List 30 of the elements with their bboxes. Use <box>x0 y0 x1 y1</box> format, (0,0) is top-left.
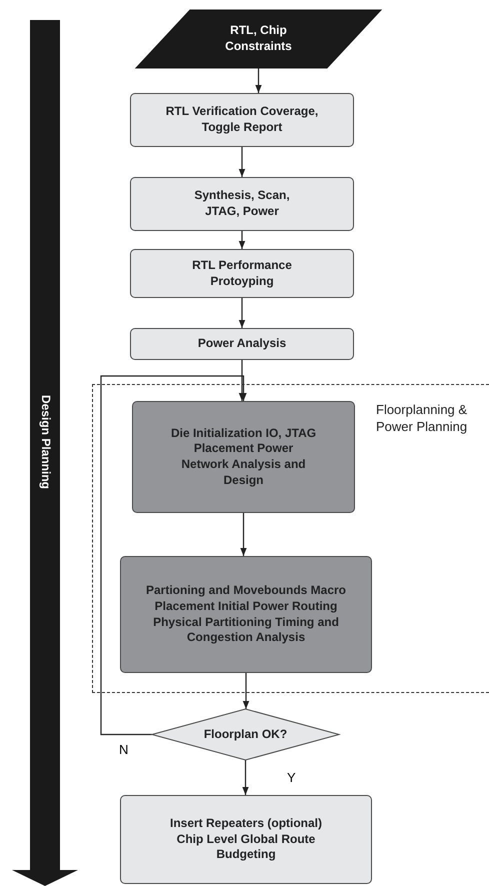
process-box <box>120 795 372 884</box>
process-box <box>130 249 354 298</box>
edge-label: N <box>118 743 130 757</box>
edge-label: Y <box>286 771 297 785</box>
arrow <box>100 375 247 736</box>
process-box <box>120 556 372 673</box>
step-label: Insert Repeaters (optional) Chip Level Global Route Budgeting <box>168 816 324 863</box>
step-label: RTL, Chip Constraints <box>224 23 293 55</box>
decision-label: Floorplan OK? <box>204 726 288 742</box>
step-label: Partioning and Movebounds Macro Placement Initial Power Routing Physical Partitioning Timing and Congestion Analysis <box>144 583 347 646</box>
arrow <box>242 673 250 709</box>
arrow <box>240 513 247 556</box>
step-label: RTL Performance Protoyping <box>191 258 293 290</box>
process-box <box>130 93 354 147</box>
phase-label: Design Planning <box>38 395 53 490</box>
arrow <box>255 68 262 93</box>
arrow <box>238 298 246 328</box>
step-label: Die Initialization IO, JTAG Placement Power Network Analysis and Design <box>170 426 318 488</box>
step-label: RTL Verification Coverage, Toggle Report <box>165 104 319 136</box>
process-box <box>130 177 354 231</box>
dashed-group-box <box>92 384 489 693</box>
step-label: Power Analysis <box>198 336 286 352</box>
arrow <box>238 231 246 249</box>
arrow <box>238 360 246 401</box>
group-heading: Floorplanning & Power Planning <box>376 402 468 436</box>
process-box <box>130 328 354 360</box>
step-label: Synthesis, Scan, JTAG, Power <box>193 188 291 220</box>
arrow <box>242 760 249 795</box>
process-box <box>132 401 355 513</box>
arrow <box>238 147 246 177</box>
